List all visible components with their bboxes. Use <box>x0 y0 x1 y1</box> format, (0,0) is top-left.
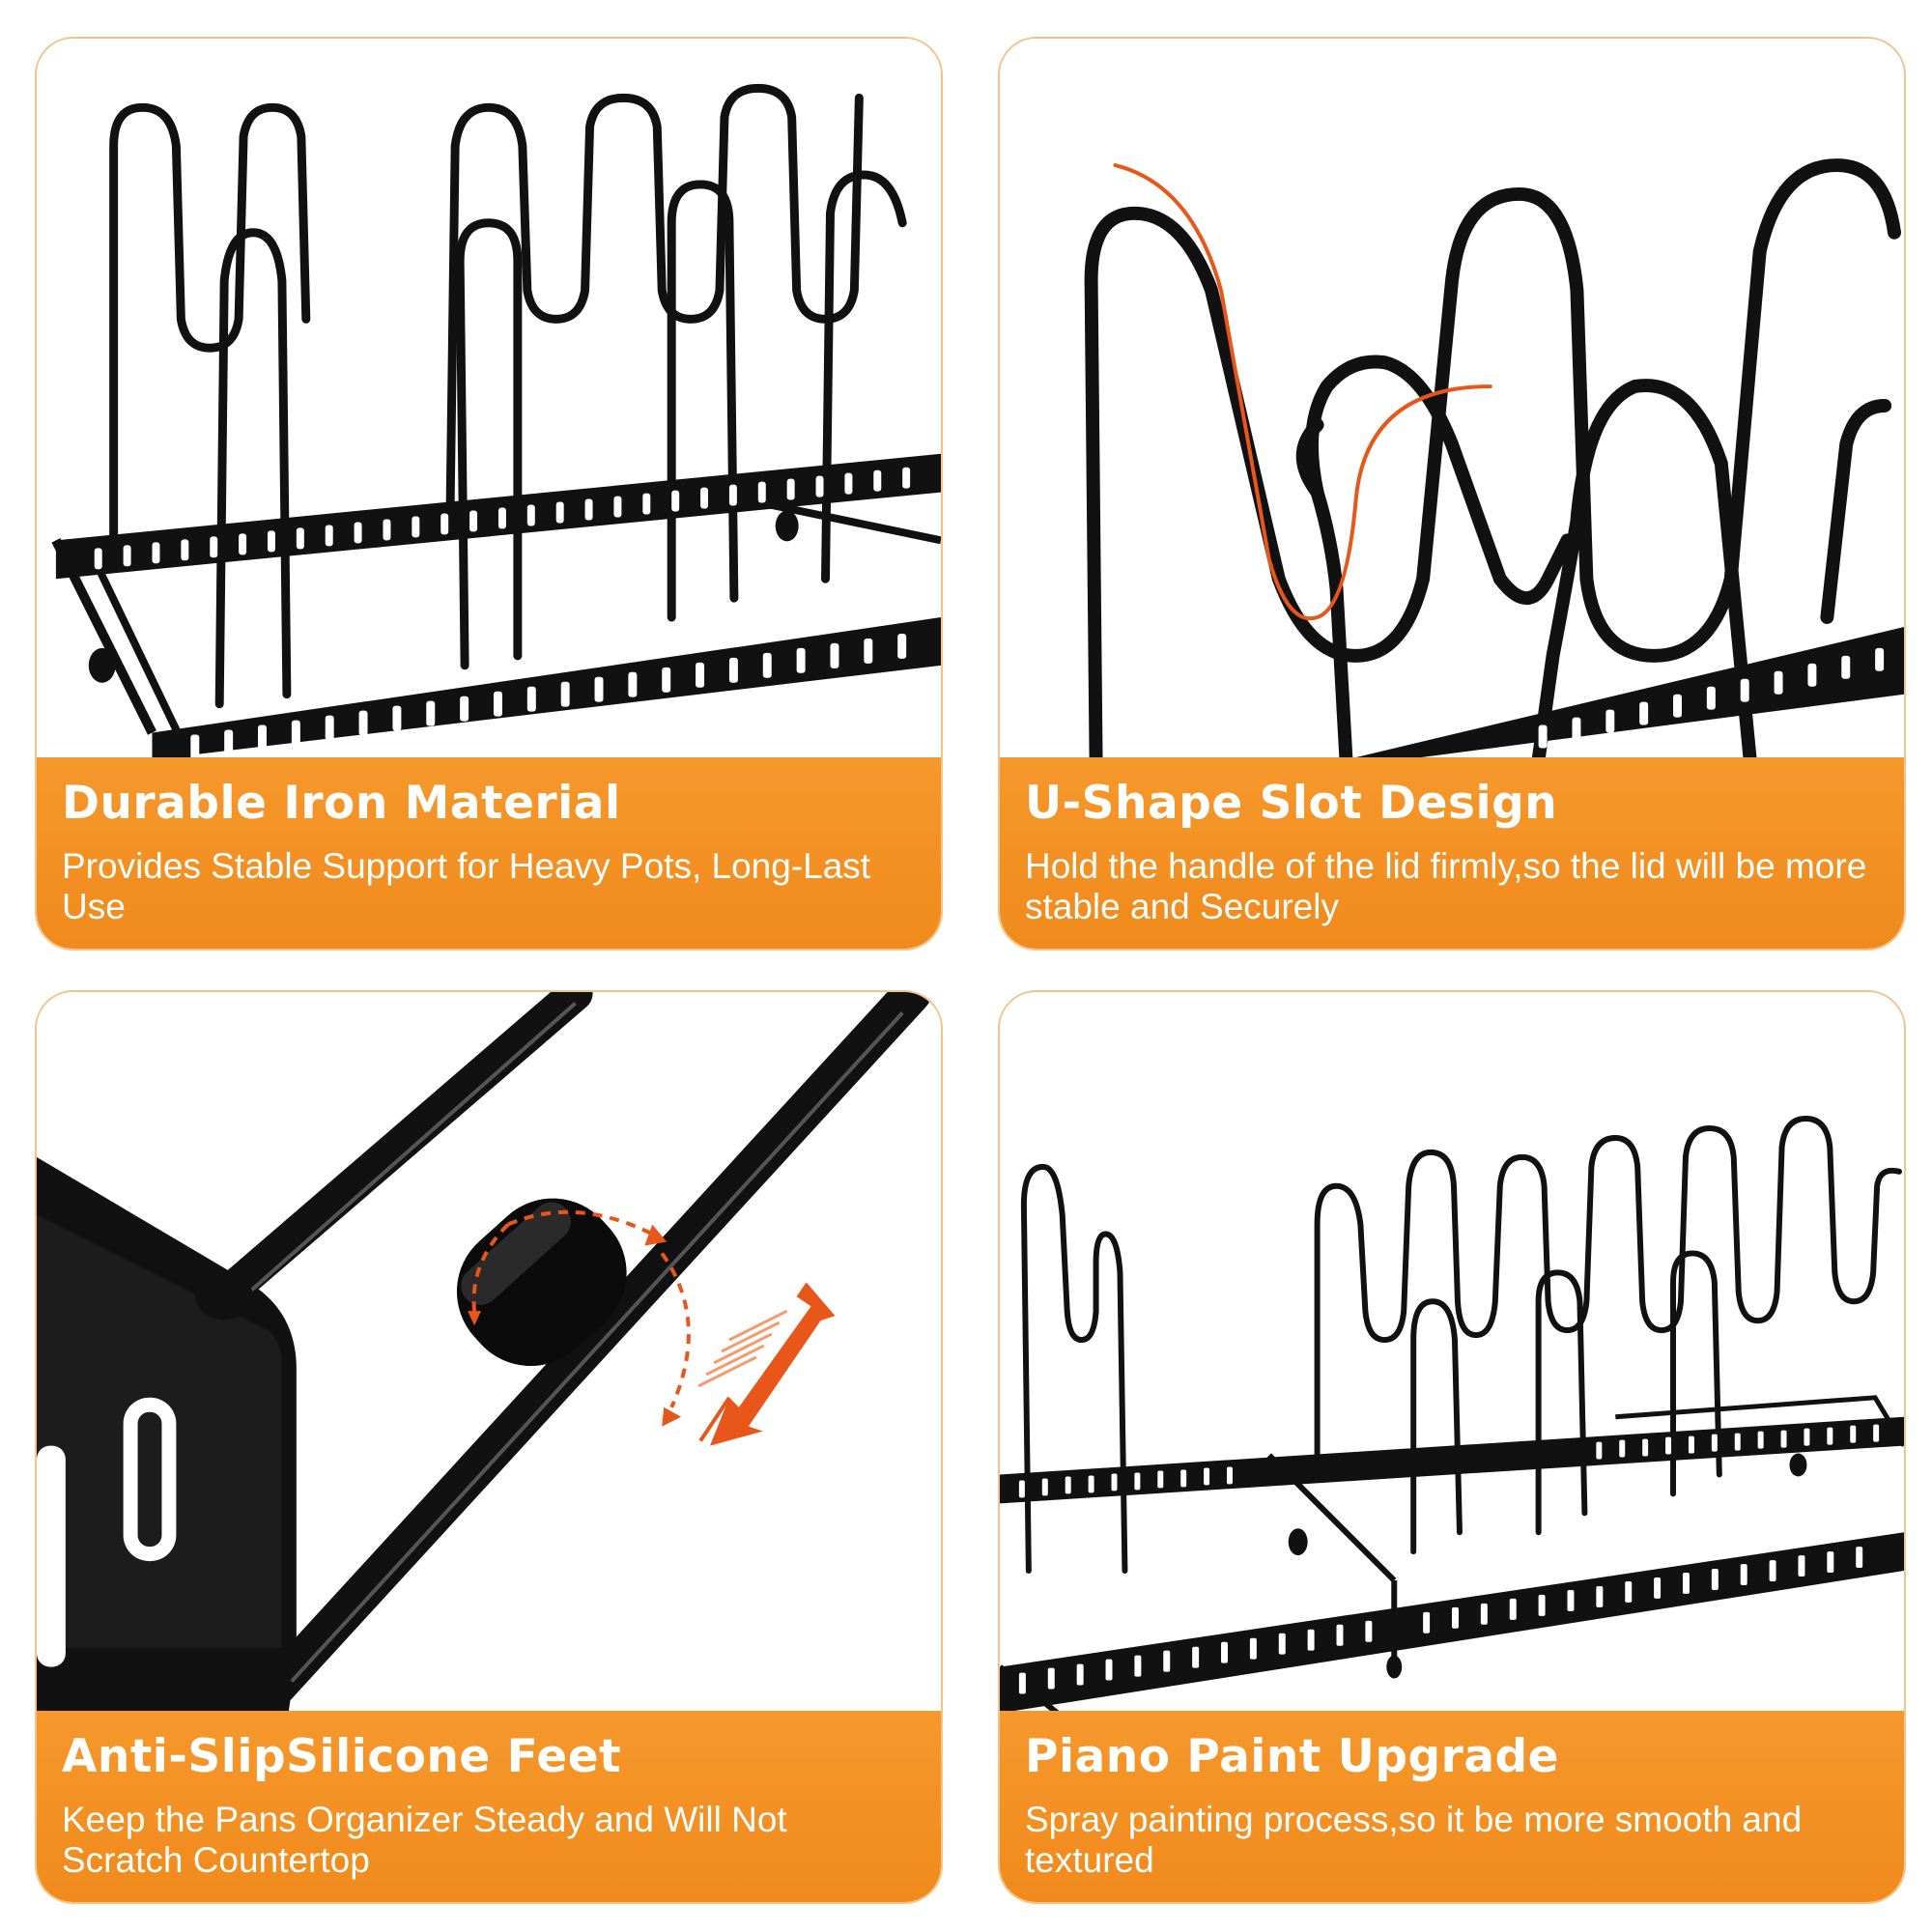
feature-title: Piano Paint Upgrade <box>1025 1730 1560 1783</box>
product-photo-silicone-feet <box>37 992 941 1715</box>
product-photo-full-rack <box>1000 992 1904 1715</box>
feature-panel-u-shape-slot: U-Shape Slot Design Hold the handle of t… <box>998 37 1906 951</box>
feature-title: Anti-SlipSilicone Feet <box>62 1730 622 1783</box>
feature-panel-piano-paint: Piano Paint Upgrade Spray painting proce… <box>998 990 1906 1904</box>
feature-caption: Piano Paint Upgrade Spray painting proce… <box>1000 1711 1904 1902</box>
rotate-arrows-icon <box>471 1209 691 1408</box>
feature-caption: U-Shape Slot Design Hold the handle of t… <box>1000 757 1904 949</box>
feature-caption: Durable Iron Material Provides Stable Su… <box>37 757 941 949</box>
product-photo-rack-closeup <box>37 39 941 761</box>
product-photo-u-slot-closeup <box>1000 39 1904 761</box>
feature-caption: Anti-SlipSilicone Feet Keep the Pans Org… <box>37 1711 941 1902</box>
feature-panel-anti-slip-feet: Anti-SlipSilicone Feet Keep the Pans Org… <box>35 990 943 1904</box>
feature-description: Hold the handle of the lid firmly,so the… <box>1025 846 1867 926</box>
feature-title: Durable Iron Material <box>62 777 621 830</box>
feature-description: Keep the Pans Organizer Steady and Will … <box>62 1800 787 1880</box>
feature-title: U-Shape Slot Design <box>1025 777 1558 830</box>
feature-panel-durable-iron: Durable Iron Material Provides Stable Su… <box>35 37 943 951</box>
feature-description: Provides Stable Support for Heavy Pots, … <box>62 846 871 926</box>
feature-description: Spray painting process,so it be more smo… <box>1025 1800 1803 1880</box>
extend-arrows-icon <box>698 1282 836 1446</box>
